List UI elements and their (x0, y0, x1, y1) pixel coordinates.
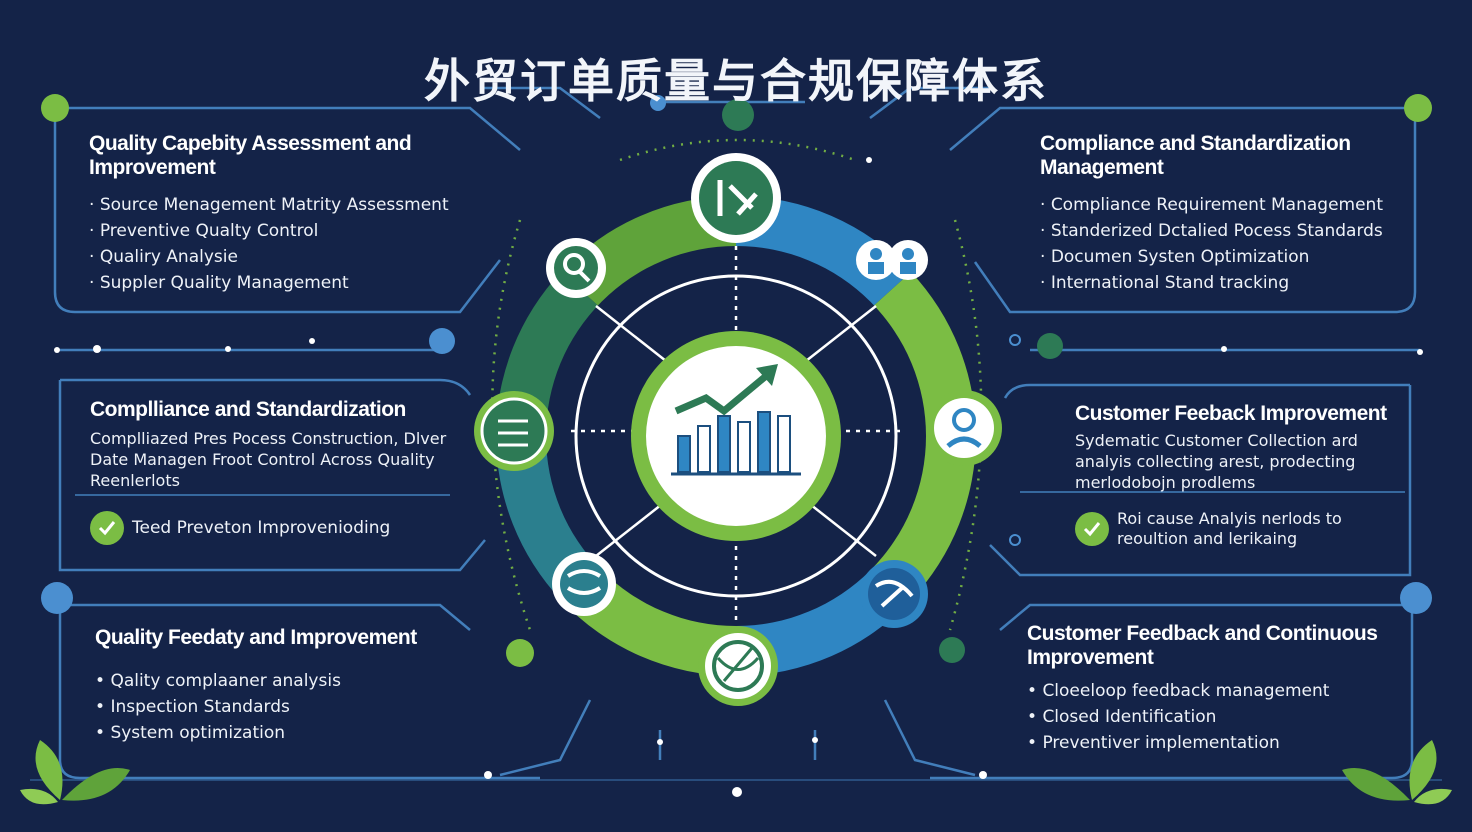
leaf-icon (20, 740, 1452, 805)
list-item: Source Menagement Matrity Assessment (89, 192, 469, 218)
globe-icon (698, 626, 778, 706)
magnifier-icon (546, 238, 606, 298)
panel-quality-capability: Quality Capebity Assessment and Improvem… (89, 132, 469, 296)
list-item: Standerized Dctalied Pocess Standards (1040, 218, 1400, 244)
list-item: Preventive Qualty Control (89, 218, 469, 244)
panel-text: Complliazed Pres Pocess Construction, Dl… (90, 429, 447, 490)
panel-customer-feedback: Customer Feeback Improvement Sydematic C… (1075, 402, 1405, 549)
check-row: Roi cause Analyis nerlods to reoultion a… (1075, 509, 1405, 549)
people-icon (856, 240, 928, 280)
list-item: Closed Identification (1027, 704, 1397, 730)
list-item: Qualiry Analysie (89, 244, 469, 270)
panel-quality-feedback: Quality Feedaty and Improvement Qality c… (95, 626, 455, 746)
list-item: Inspection Standards (95, 694, 455, 720)
check-text: Roi cause Analyis nerlods to reoultion a… (1117, 509, 1342, 548)
panel-list: Qality complaaner analysis Inspection St… (95, 668, 455, 746)
tools-icon (860, 560, 928, 628)
check-icon (1075, 512, 1109, 546)
panel-compliance-standardization: Complliance and Standardization Compllia… (90, 398, 460, 545)
central-ring-diagram (474, 153, 1002, 706)
handshake-icon (552, 552, 616, 616)
check-text: Teed Preveton Improvenioding (132, 518, 391, 538)
panel-title: Customer Feedback and Continuous Improve… (1027, 622, 1378, 669)
person-icon (926, 390, 1002, 466)
panel-continuous-improvement: Customer Feedback and Continuous Improve… (1027, 622, 1397, 756)
page-title: 外贸订单质量与合规保障体系 (424, 53, 1048, 108)
list-item: Preventiver implementation (1027, 730, 1397, 756)
panel-title: Complliance and Standardization (90, 398, 406, 421)
panel-title: Quality Feedaty and Improvement (95, 626, 417, 649)
list-item: Qality complaaner analysis (95, 668, 455, 694)
panel-title: Customer Feeback Improvement (1075, 402, 1387, 425)
list-item: Compliance Requirement Management (1040, 192, 1400, 218)
check-icon (90, 511, 124, 545)
panel-compliance-management: Compliance and Standardization Managemen… (1040, 132, 1400, 296)
panel-list: Source Menagement Matrity Assessment Pre… (89, 192, 469, 296)
chart-growth-icon (671, 364, 801, 476)
panel-list: Cloeeloop feedback management Closed Ide… (1027, 678, 1397, 756)
panel-text: Sydematic Customer Collection ard analyi… (1075, 431, 1358, 492)
checklist-icon (474, 391, 554, 471)
panel-title: Quality Capebity Assessment and Improvem… (89, 132, 412, 179)
list-item: Suppler Quality Management (89, 270, 469, 296)
list-item: International Stand tracking (1040, 270, 1400, 296)
list-item: System optimization (95, 720, 455, 746)
list-item: Cloeeloop feedback management (1027, 678, 1397, 704)
check-row: Teed Preveton Improvenioding (90, 511, 460, 545)
panel-list: Compliance Requirement Management Stande… (1040, 192, 1400, 296)
list-item: Documen Systen Optimization (1040, 244, 1400, 270)
panel-title: Compliance and Standardization Managemen… (1040, 132, 1351, 179)
globe-icon (691, 153, 781, 243)
